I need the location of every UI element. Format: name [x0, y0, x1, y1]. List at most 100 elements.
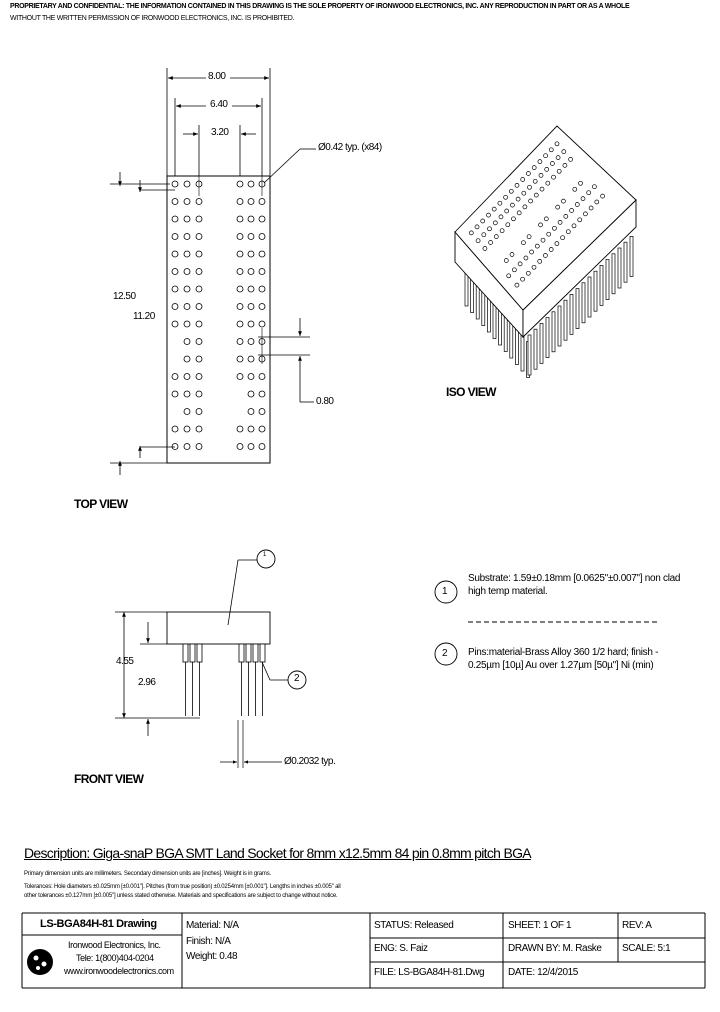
hole: [195, 180, 203, 188]
iso-pin: [515, 328, 519, 365]
hole: [183, 250, 191, 258]
hole: [183, 425, 191, 433]
iso-hole: [552, 225, 557, 231]
iso-hole: [594, 199, 600, 205]
hole: [195, 268, 203, 275]
iso-pin: [569, 294, 574, 335]
tolerance-note-1: Tolerances: Hole diameters ±0.025mm [±0.…: [24, 884, 341, 890]
units-note: Primary dimension units are millimeters.…: [24, 871, 271, 877]
hole: [195, 303, 203, 310]
hole: [183, 233, 191, 240]
iso-hole: [563, 214, 569, 219]
hole: [247, 425, 255, 433]
iso-hole: [525, 270, 531, 276]
iso-hole: [492, 220, 498, 226]
hole: [258, 233, 266, 240]
iso-hole: [497, 200, 503, 206]
hole: [195, 320, 203, 328]
iso-hole: [537, 259, 543, 264]
iso-hole: [512, 267, 517, 273]
iso-hole: [569, 208, 574, 213]
hole: [236, 425, 244, 433]
iso-hole: [511, 216, 516, 222]
hole: [171, 303, 179, 310]
material-field: Material: N/A: [186, 920, 239, 931]
iso-hole: [475, 238, 481, 244]
iso-hole: [544, 167, 550, 172]
iso-hole: [516, 210, 522, 216]
hole: [247, 303, 255, 310]
hole: [247, 320, 255, 328]
hole: [183, 215, 191, 223]
hole: [236, 233, 244, 240]
iso-hole: [555, 204, 561, 210]
hole: [236, 373, 244, 380]
hole: [258, 390, 266, 398]
iso-hole: [555, 155, 561, 160]
hole: [171, 180, 179, 188]
hole: [183, 408, 191, 415]
iso-hole: [537, 159, 543, 164]
iso-pin: [581, 282, 586, 324]
hole: [258, 215, 266, 223]
hole: [195, 355, 203, 363]
hole: [195, 233, 203, 240]
dim-11-20: 11.20: [133, 311, 155, 322]
iso-hole: [554, 241, 560, 246]
tolerance-note-2: other tolerances ±0.127mm [±0.005"] unle…: [24, 893, 338, 899]
iso-view-label: ISO VIEW: [446, 385, 496, 399]
note-2-text: Pins:material-Brass Alloy 360 1/2 hard; …: [468, 647, 659, 671]
iso-hole: [538, 222, 543, 228]
hole: [236, 320, 244, 328]
iso-pin: [503, 315, 508, 352]
hole: [258, 355, 266, 363]
iso-hole: [468, 230, 474, 236]
iso-hole: [493, 234, 499, 239]
hole: [247, 443, 255, 450]
hole: [195, 373, 203, 380]
iso-hole: [503, 258, 509, 263]
iso-hole: [527, 184, 532, 190]
iso-hole: [531, 165, 537, 170]
hole: [258, 425, 266, 433]
iso-hole: [539, 186, 545, 192]
iso-hole: [557, 220, 563, 225]
iso-hole: [586, 190, 592, 196]
hole: [195, 285, 203, 293]
hole: [258, 250, 266, 258]
iso-hole: [548, 147, 554, 153]
iso-hole: [561, 149, 567, 154]
hole: [247, 268, 255, 275]
iso-pin: [593, 270, 598, 312]
iso-hole: [577, 217, 583, 223]
hole: [247, 180, 255, 188]
front-pin-head: [252, 643, 259, 663]
weight-field: Weight: 0.48: [186, 951, 238, 962]
iso-hole: [583, 211, 588, 217]
iso-hole: [499, 228, 505, 234]
date-field: DATE: 12/4/2015: [508, 967, 578, 978]
iso-hole: [514, 183, 520, 188]
iso-hole: [580, 196, 586, 201]
hole: [247, 408, 255, 415]
iso-hole: [572, 186, 578, 192]
hole: [183, 338, 191, 345]
company-logo: [27, 949, 53, 975]
hole: [236, 285, 244, 293]
hole: [258, 285, 266, 293]
hole-callout: Ø0.42 typ. (x84): [318, 142, 382, 153]
balloon-1-label: 1: [263, 552, 266, 558]
company-phone: Tele: 1(800)404-0204: [76, 953, 154, 963]
front-view-label: FRONT VIEW: [74, 772, 144, 786]
front-pin-head: [196, 643, 203, 663]
iso-hole: [562, 163, 568, 168]
iso-pin: [539, 323, 544, 364]
status-field: STATUS: Released: [374, 920, 454, 931]
hole: [258, 180, 266, 188]
iso-hole: [482, 246, 488, 251]
drawing-title: LS-BGA84H-81 Drawing: [40, 918, 157, 930]
hole: [171, 443, 179, 450]
iso-hole: [517, 261, 523, 267]
hole: [183, 355, 191, 363]
iso-hole: [543, 253, 548, 258]
